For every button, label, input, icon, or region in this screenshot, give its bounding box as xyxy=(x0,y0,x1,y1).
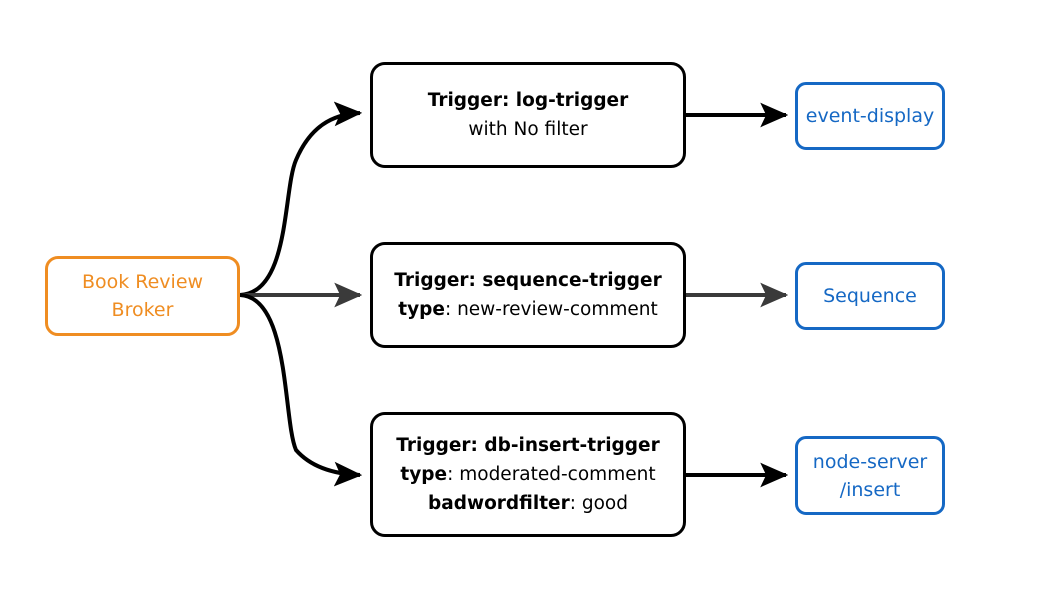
edge-broker-to-db-insert-trigger xyxy=(239,293,363,487)
node-label-rest: : good xyxy=(569,493,628,514)
node-node-server-insert[interactable]: node-server /insert xyxy=(795,436,945,515)
node-label-rest: : new-review-comment xyxy=(444,299,658,320)
node-log-trigger[interactable]: Trigger: log-trigger with No filter xyxy=(370,62,686,168)
node-label-line: Sequence xyxy=(823,285,917,307)
node-label-line: Book Review xyxy=(81,271,204,293)
node-label-line: Trigger: log-trigger xyxy=(428,86,628,115)
node-label-line: Broker xyxy=(111,299,174,321)
node-label-line: Trigger: db-insert-trigger xyxy=(396,431,659,460)
node-label-bold: badwordfilter xyxy=(428,493,570,514)
node-label-bold: Trigger: db-insert-trigger xyxy=(396,435,660,456)
node-db-insert-trigger[interactable]: Trigger: db-insert-trigger type: moderat… xyxy=(370,412,686,537)
node-label-line: node-server xyxy=(812,450,928,473)
node-label-bold: type xyxy=(400,464,448,485)
node-event-display[interactable]: event-display xyxy=(795,82,945,150)
node-label-line: event-display xyxy=(805,105,935,127)
node-label-line: with No filter xyxy=(468,115,587,144)
node-label-rest: : moderated-comment xyxy=(447,464,656,485)
node-sequence-trigger[interactable]: Trigger: sequence-trigger type: new-revi… xyxy=(370,242,686,348)
node-label-bold: Trigger: log-trigger xyxy=(427,90,629,111)
edge-broker-to-log-trigger xyxy=(239,101,363,297)
node-label-line: /insert xyxy=(839,478,901,501)
node-label-bold: Trigger: sequence-trigger xyxy=(394,270,662,291)
node-label-line: Trigger: sequence-trigger xyxy=(394,266,661,295)
node-label-rest: with No filter xyxy=(468,119,588,140)
node-label-line: badwordfilter: good xyxy=(428,489,628,518)
node-book-review-broker[interactable]: Book Review Broker xyxy=(45,256,240,336)
node-label-bold: type xyxy=(398,299,445,320)
node-sequence[interactable]: Sequence xyxy=(795,262,945,330)
node-label-line: type: moderated-comment xyxy=(400,460,655,489)
node-label-line: type: new-review-comment xyxy=(398,295,657,324)
